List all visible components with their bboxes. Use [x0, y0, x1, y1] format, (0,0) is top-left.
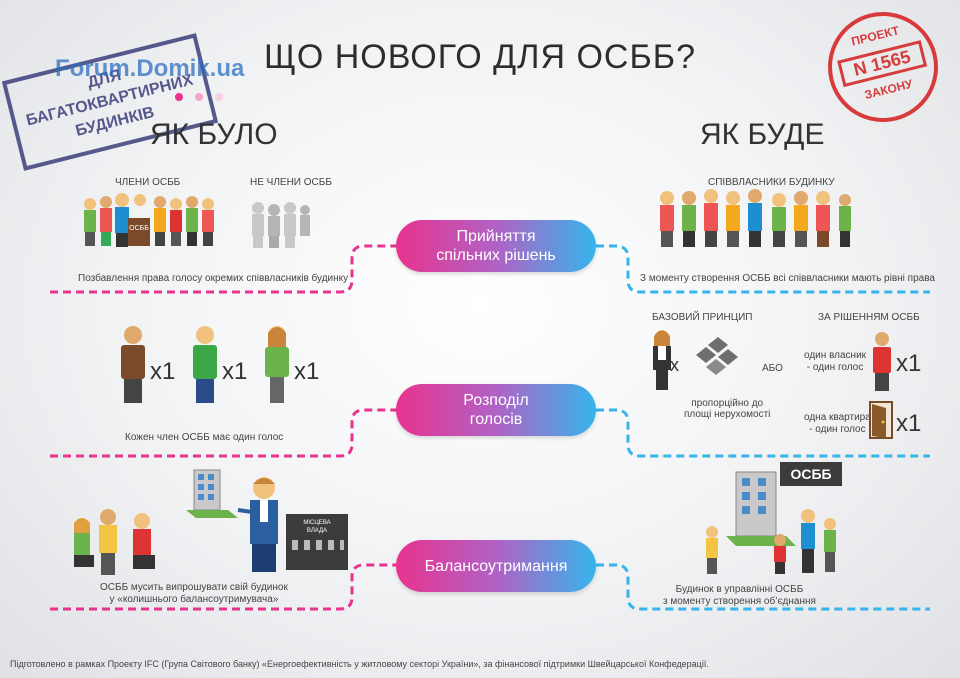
balance-left-caption-line1: ОСББ мусить випрошувати свій будинок	[100, 582, 288, 593]
pill-votes-line2: голосів	[469, 411, 523, 428]
pleading-people-icon	[74, 509, 155, 575]
vote-x1-owner: x1	[896, 350, 922, 377]
vote-x1-man: x1	[150, 358, 176, 385]
apartment-rule-line2: - один голос	[809, 424, 866, 435]
bald-man-icon	[193, 326, 217, 403]
osbb-house-icon: ОСББ	[706, 462, 842, 574]
pill-decisions-line1: Прийняття	[456, 228, 536, 245]
coowners-group-icon	[660, 189, 851, 247]
owner-icon	[873, 332, 891, 391]
label-members: ЧЛЕНИ ОСББ	[115, 177, 181, 188]
osbb-sign: ОСББ	[790, 466, 831, 482]
pill-balance: Балансоутримання	[396, 540, 596, 592]
balance-right-caption-line1: Будинок в управлінні ОСББ	[675, 584, 804, 595]
woman-icon	[265, 326, 289, 403]
page-title: ЩО НОВОГО ДЛЯ ОСББ?	[263, 38, 697, 76]
building-sign-line2: ВЛАДА	[307, 528, 327, 534]
decisions-left-caption: Позбавлення права голосу окремих співвла…	[78, 273, 349, 284]
podium-label: ОСББ	[129, 225, 149, 232]
official-with-building-icon: МІСЦЕВА ВЛАДА	[186, 469, 348, 572]
apartment-rule-line1: одна квартира	[804, 412, 871, 423]
pill-decisions: Прийняття спільних рішень	[396, 220, 596, 272]
owner-rule-line1: один власник	[804, 350, 867, 361]
pill-balance-label: Балансоутримання	[424, 557, 568, 575]
decisions-right-caption: З моменту створення ОСББ всі співвласник…	[640, 273, 935, 284]
pill-votes: Розподіл голосів	[396, 384, 596, 436]
balance-left-caption: ОСББ мусить випрошувати свій будинок у «…	[100, 582, 288, 606]
members-group-icon: ОСББ	[84, 193, 214, 247]
apartment-rule: одна квартира - один голос	[804, 412, 871, 436]
balance-right-caption-line2: з моменту створення об’єднання	[663, 596, 816, 607]
basic-caption-line2: площі нерухомості	[684, 409, 771, 420]
footer-note: Підготовлено в рамках Проекту IFC (Група…	[10, 659, 709, 669]
owner-rule: один власник - один голос	[804, 350, 866, 374]
basic-caption-line1: пропорційно до	[691, 398, 764, 409]
man-icon	[121, 326, 145, 403]
vote-x-area: x	[670, 355, 679, 375]
label-nonmembers: НЕ ЧЛЕНИ ОСББ	[250, 177, 332, 188]
label-basic-principle: БАЗОВИЙ ПРИНЦИП	[652, 312, 753, 323]
pill-votes-line1: Розподіл	[463, 392, 529, 409]
or-label: АБО	[762, 363, 783, 374]
nonmembers-group-icon	[252, 202, 310, 248]
floor-tiles-icon	[696, 337, 738, 375]
businesswoman-icon	[653, 330, 671, 390]
vote-x1-bald-man: x1	[222, 358, 248, 385]
left-heading: ЯК БУЛО	[150, 118, 278, 151]
label-coowners: СПІВВЛАСНИКИ БУДИНКУ	[708, 177, 835, 188]
basic-principle-caption: пропорційно до площі нерухомості	[684, 398, 770, 420]
votes-left-caption: Кожен член ОСББ має один голос	[125, 432, 284, 443]
vote-x1-woman: x1	[294, 358, 320, 385]
balance-right-caption: Будинок в управлінні ОСББ з моменту ство…	[663, 584, 816, 608]
owner-rule-line2: - один голос	[806, 362, 864, 373]
door-icon	[869, 401, 893, 439]
watermark: Forum.Domik.ua	[55, 55, 245, 82]
pill-decisions-line2: спільних рішень	[436, 247, 556, 264]
building-sign-line1: МІСЦЕВА	[303, 520, 330, 526]
right-heading: ЯК БУДЕ	[700, 118, 825, 151]
decorative-dots	[175, 88, 235, 106]
vote-x1-apartment: x1	[896, 410, 922, 437]
label-by-decision: ЗА РІШЕННЯМ ОСББ	[818, 312, 920, 323]
balance-left-caption-line2: у «колишнього балансоутримувача»	[109, 594, 279, 605]
